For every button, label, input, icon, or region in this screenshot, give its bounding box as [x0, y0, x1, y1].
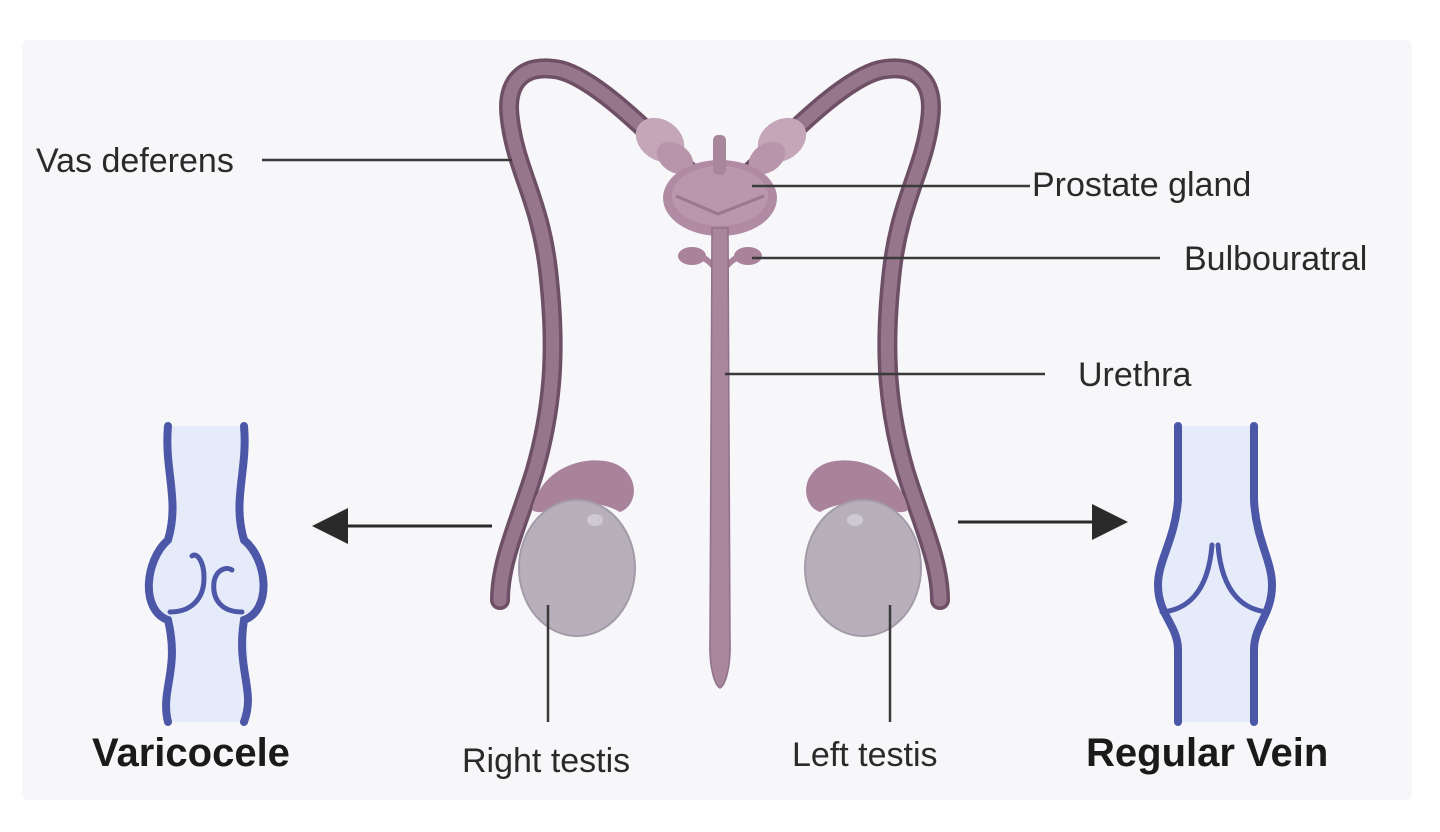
regular-vein-illustration: [1153, 422, 1277, 726]
label-right-testis: Right testis: [462, 742, 630, 780]
varicocele-vein-illustration: [144, 422, 268, 726]
left-testis-organ: [804, 460, 922, 637]
label-prostate-gland: Prostate gland: [1032, 166, 1251, 204]
label-urethra: Urethra: [1078, 356, 1191, 394]
label-left-testis: Left testis: [792, 736, 938, 774]
urethra-top: [713, 135, 726, 175]
label-regular-vein: Regular Vein: [1086, 731, 1328, 775]
label-varicocele: Varicocele: [92, 731, 290, 775]
urethra: [709, 227, 731, 689]
seminal-vesicles: [635, 117, 807, 175]
right-testis-organ: [518, 460, 636, 637]
label-vas-deferens: Vas deferens: [36, 142, 234, 180]
vas-deferens-tubes: [490, 58, 950, 610]
prostate-gland: [663, 160, 777, 236]
label-bulbourethral: Bulbouratral: [1184, 240, 1367, 278]
